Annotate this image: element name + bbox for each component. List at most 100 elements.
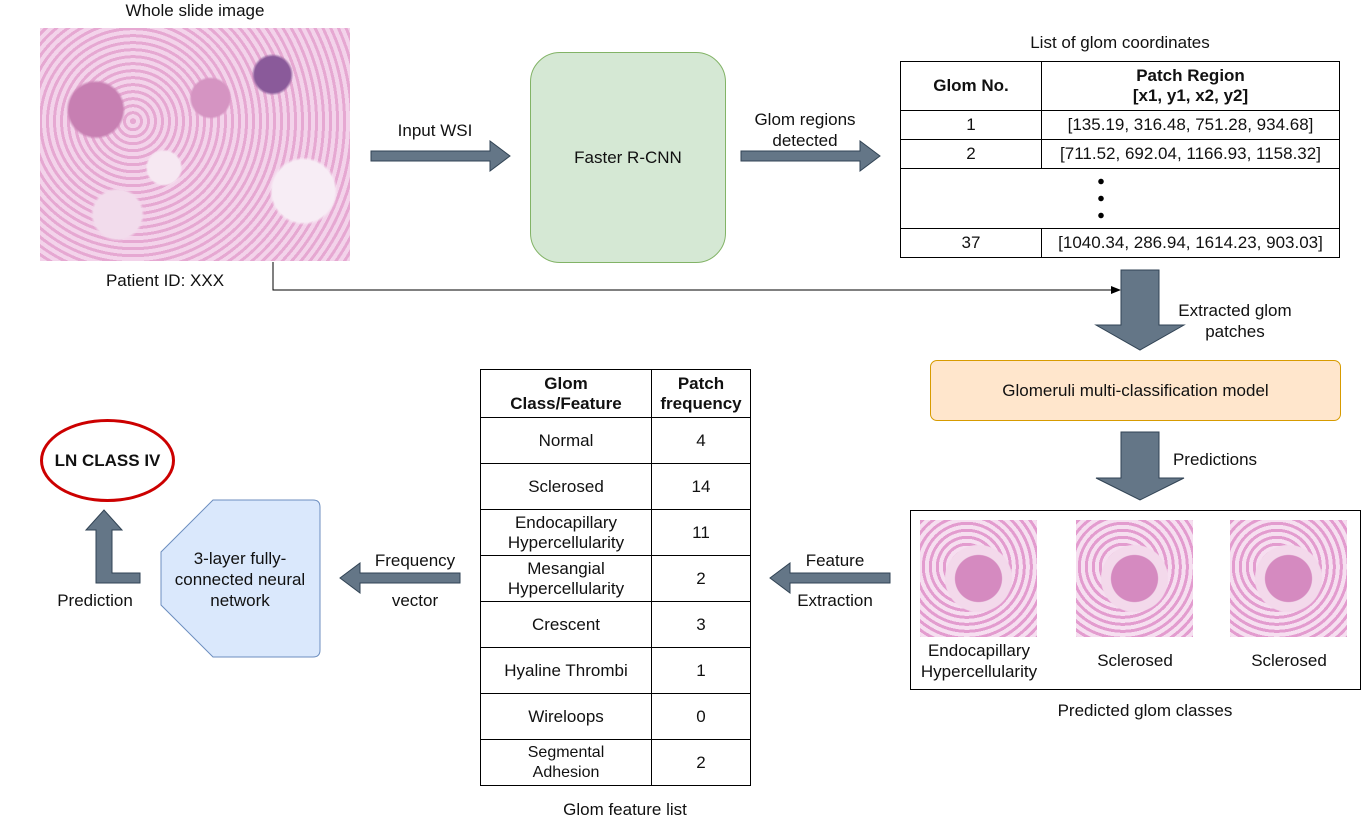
feature-class-line1: Segmental [527, 743, 605, 761]
feature-class: Crescent [480, 601, 652, 648]
wsi-connector-line [272, 262, 1121, 294]
feature-header-class: Glom Class/Feature [480, 369, 652, 418]
glom-image-sclerosed-2 [1230, 520, 1347, 637]
ellipsis-row [900, 168, 1340, 229]
extracted-label-1: Extracted glom [1178, 301, 1292, 320]
feature-table-caption: Glom feature list [563, 800, 687, 819]
extracted-label-2: patches [1205, 322, 1265, 341]
feature-table: Glom Class/Feature Patch frequency Norma… [480, 369, 751, 786]
coords-header-region-line1: Patch Region [1136, 66, 1245, 85]
feature-header-freq-line2: frequency [660, 393, 742, 413]
input-wsi-label: Input WSI [397, 121, 473, 140]
faster-rcnn-box: Faster R-CNN [530, 52, 726, 263]
frequency-vector-arrow [339, 562, 461, 594]
feature-class-line2: Adhesion [532, 763, 600, 781]
feature-freq: 14 [651, 463, 751, 510]
feature-class-line2: Hypercellularity [507, 532, 625, 552]
extracted-patches-arrow [1094, 269, 1186, 351]
feature-label: Feature [805, 551, 865, 570]
faster-rcnn-label: Faster R-CNN [574, 148, 682, 167]
input-wsi-arrow [370, 140, 511, 172]
coords-table-title: List of glom coordinates [1030, 33, 1210, 52]
frequency-label: Frequency [374, 551, 456, 570]
coords-no: 1 [900, 110, 1042, 140]
glom-image-endocapillary [920, 520, 1037, 637]
nn-label-line3: network [210, 591, 270, 610]
pred-label-1: Endocapillary Hypercellularity [908, 640, 1050, 682]
feature-class: Mesangial Hypercellularity [480, 555, 652, 602]
ln-class-result: LN CLASS IV [40, 419, 175, 502]
vertical-ellipsis-icon [1098, 173, 1104, 225]
table-row: 1 [135.19, 316.48, 751.28, 934.68] [900, 110, 1340, 140]
feature-class-line2: Hypercellularity [507, 578, 625, 598]
feature-class: Normal [480, 417, 652, 464]
feature-class: Wireloops [480, 693, 652, 740]
table-row: 2 [711.52, 692.04, 1166.93, 1158.32] [900, 139, 1340, 169]
pred-label-2: Sclerosed [1097, 651, 1173, 670]
ellipsis-cell [900, 168, 1340, 229]
extraction-label: Extraction [797, 591, 873, 610]
predictions-arrow [1095, 431, 1185, 501]
feature-freq: 3 [651, 601, 751, 648]
feature-freq: 4 [651, 417, 751, 464]
coords-region: [711.52, 692.04, 1166.93, 1158.32] [1041, 139, 1340, 169]
table-row: 37 [1040.34, 286.94, 1614.23, 903.03] [900, 228, 1340, 258]
feature-freq: 2 [651, 739, 751, 786]
feature-class-line1: Wireloops [528, 706, 604, 726]
table-row: Mesangial Hypercellularity 2 [480, 555, 751, 602]
wsi-title: Whole slide image [125, 1, 265, 20]
glom-regions-label-1: Glom regions [754, 110, 856, 129]
feature-header-freq: Patch frequency [651, 369, 751, 418]
table-row: Crescent 3 [480, 601, 751, 648]
glom-regions-arrow [740, 140, 881, 172]
nn-label: 3-layer fully- connected neural network [170, 548, 310, 611]
feature-class-line1: Mesangial [527, 558, 605, 578]
pred-label-1-line1: Endocapillary [927, 641, 1031, 660]
feature-header-class-line2: Class/Feature [510, 393, 622, 413]
feature-class: Endocapillary Hypercellularity [480, 509, 652, 556]
feature-extraction-arrow [769, 562, 891, 594]
table-row: Sclerosed 14 [480, 463, 751, 510]
feature-freq: 11 [651, 509, 751, 556]
coords-header-region: Patch Region [x1, y1, x2, y2] [1041, 61, 1340, 111]
feature-class: Hyaline Thrombi [480, 647, 652, 694]
classifier-box: Glomeruli multi-classification model [930, 360, 1341, 421]
predictions-label: Predictions [1172, 450, 1258, 469]
table-row: Wireloops 0 [480, 693, 751, 740]
table-row: Hyaline Thrombi 1 [480, 647, 751, 694]
pred-label-1-line2: Hypercellularity [920, 662, 1038, 681]
prediction-label: Prediction [57, 591, 133, 610]
coords-region: [1040.34, 286.94, 1614.23, 903.03] [1041, 228, 1340, 258]
patient-id: Patient ID: XXX [105, 271, 225, 290]
feature-class: Segmental Adhesion [480, 739, 652, 786]
feature-class-line1: Sclerosed [528, 476, 604, 496]
table-row: Segmental Adhesion 2 [480, 739, 751, 786]
nn-label-line1: 3-layer fully- [193, 549, 287, 568]
table-row: Normal 4 [480, 417, 751, 464]
nn-shape [160, 499, 321, 658]
pred-label-3: Sclerosed [1251, 651, 1327, 670]
feature-class-line1: Normal [538, 430, 594, 450]
feature-header-class-line1: Glom [544, 373, 588, 393]
classifier-label: Glomeruli multi-classification model [1002, 381, 1269, 400]
table-row: Endocapillary Hypercellularity 11 [480, 509, 751, 556]
ln-class-label: LN CLASS IV [54, 450, 161, 470]
predicted-caption: Predicted glom classes [1057, 701, 1233, 720]
coords-region: [135.19, 316.48, 751.28, 934.68] [1041, 110, 1340, 140]
feature-class: Sclerosed [480, 463, 652, 510]
coords-no: 2 [900, 139, 1042, 169]
coords-no: 37 [900, 228, 1042, 258]
feature-header-freq-line1: Patch [677, 373, 725, 393]
glom-regions-label-2: detected [772, 131, 838, 150]
whole-slide-image [40, 28, 350, 261]
prediction-arrow [84, 509, 141, 584]
vector-label: vector [391, 591, 439, 610]
feature-class-line1: Hyaline Thrombi [504, 660, 628, 680]
coords-header-no: Glom No. [900, 61, 1042, 111]
nn-label-line2: connected neural [174, 570, 306, 589]
feature-class-line1: Crescent [531, 614, 601, 634]
feature-freq: 1 [651, 647, 751, 694]
feature-class-line1: Endocapillary [514, 512, 618, 532]
feature-freq: 0 [651, 693, 751, 740]
